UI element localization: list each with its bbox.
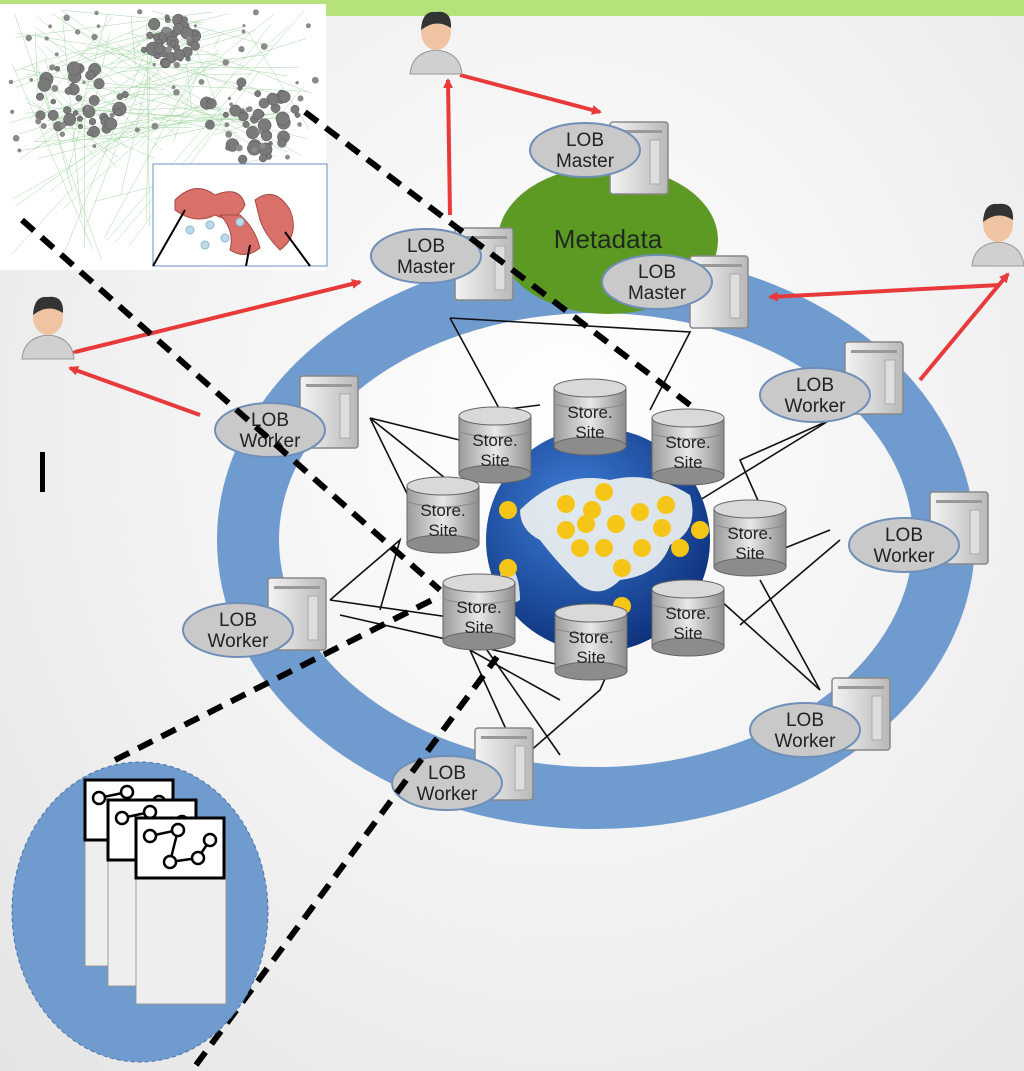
store-site-label-line1: Store. — [456, 598, 501, 617]
store-site-label-line1: Store. — [472, 431, 517, 450]
lob-label-line2: Worker — [775, 731, 837, 752]
store-site: Store.Site — [651, 408, 725, 486]
store-site-label-line2: Site — [576, 648, 605, 667]
graph-icon — [152, 188, 311, 267]
store-site-label-line1: Store. — [665, 604, 710, 623]
store-site-label-line1: Store. — [567, 403, 612, 422]
lob-label-line2: Worker — [785, 396, 847, 417]
store-site-label-line1: Store. — [420, 501, 465, 520]
store-site-label-line2: Site — [575, 423, 604, 442]
lob-label-line1: LOB — [219, 610, 257, 631]
document-stack-icon — [11, 761, 269, 1063]
lob-label-line2: Worker — [874, 546, 936, 567]
lob-label-line1: LOB — [796, 375, 834, 396]
lob-label-line1: LOB — [407, 236, 445, 257]
store-site: Store.Site — [713, 499, 787, 577]
store-site: Store.Site — [458, 406, 532, 484]
store-site-label-line1: Store. — [727, 524, 772, 543]
metadata-label: Metadata — [554, 224, 663, 254]
graph-inset — [0, 4, 328, 270]
store-site-label-line2: Site — [673, 624, 702, 643]
user-arrows — [66, 73, 1010, 417]
lob-label-line2: Master — [628, 283, 687, 304]
store-site: Store.Site — [442, 573, 516, 651]
lob-label-line1: LOB — [885, 525, 923, 546]
lob-label-line2: Master — [556, 151, 615, 172]
store-site: Store.Site — [406, 476, 480, 554]
store-site: Store.Site — [554, 603, 628, 681]
location-dots — [499, 483, 709, 615]
zoom-lines — [20, 109, 692, 1067]
lob-label-line1: LOB — [428, 763, 466, 784]
lob-label-line1: LOB — [251, 410, 289, 431]
lob-label-line2: Master — [397, 257, 456, 278]
store-site-label-line1: Store. — [665, 433, 710, 452]
lob-label-line2: Worker — [240, 431, 302, 452]
user-icon — [971, 203, 1024, 267]
store-site: Store.Site — [651, 579, 725, 657]
user-icon — [409, 11, 463, 75]
lob-label-line1: LOB — [786, 710, 824, 731]
lob-label-line2: Worker — [208, 631, 270, 652]
store-site-label-line2: Site — [735, 544, 764, 563]
store-site-label-line1: Store. — [568, 628, 613, 647]
lob-label-line2: Worker — [417, 784, 479, 805]
user-icon — [21, 296, 75, 360]
lob-label-line1: LOB — [566, 130, 604, 151]
store-site-label-line2: Site — [428, 521, 457, 540]
store-site-label-line2: Site — [464, 618, 493, 637]
document-page — [134, 816, 227, 1005]
store-site: Store.Site — [553, 378, 627, 456]
text-cursor — [40, 452, 45, 492]
lob-label-line1: LOB — [638, 262, 676, 283]
store-site-label-line2: Site — [673, 453, 702, 472]
store-site-label-line2: Site — [480, 451, 509, 470]
